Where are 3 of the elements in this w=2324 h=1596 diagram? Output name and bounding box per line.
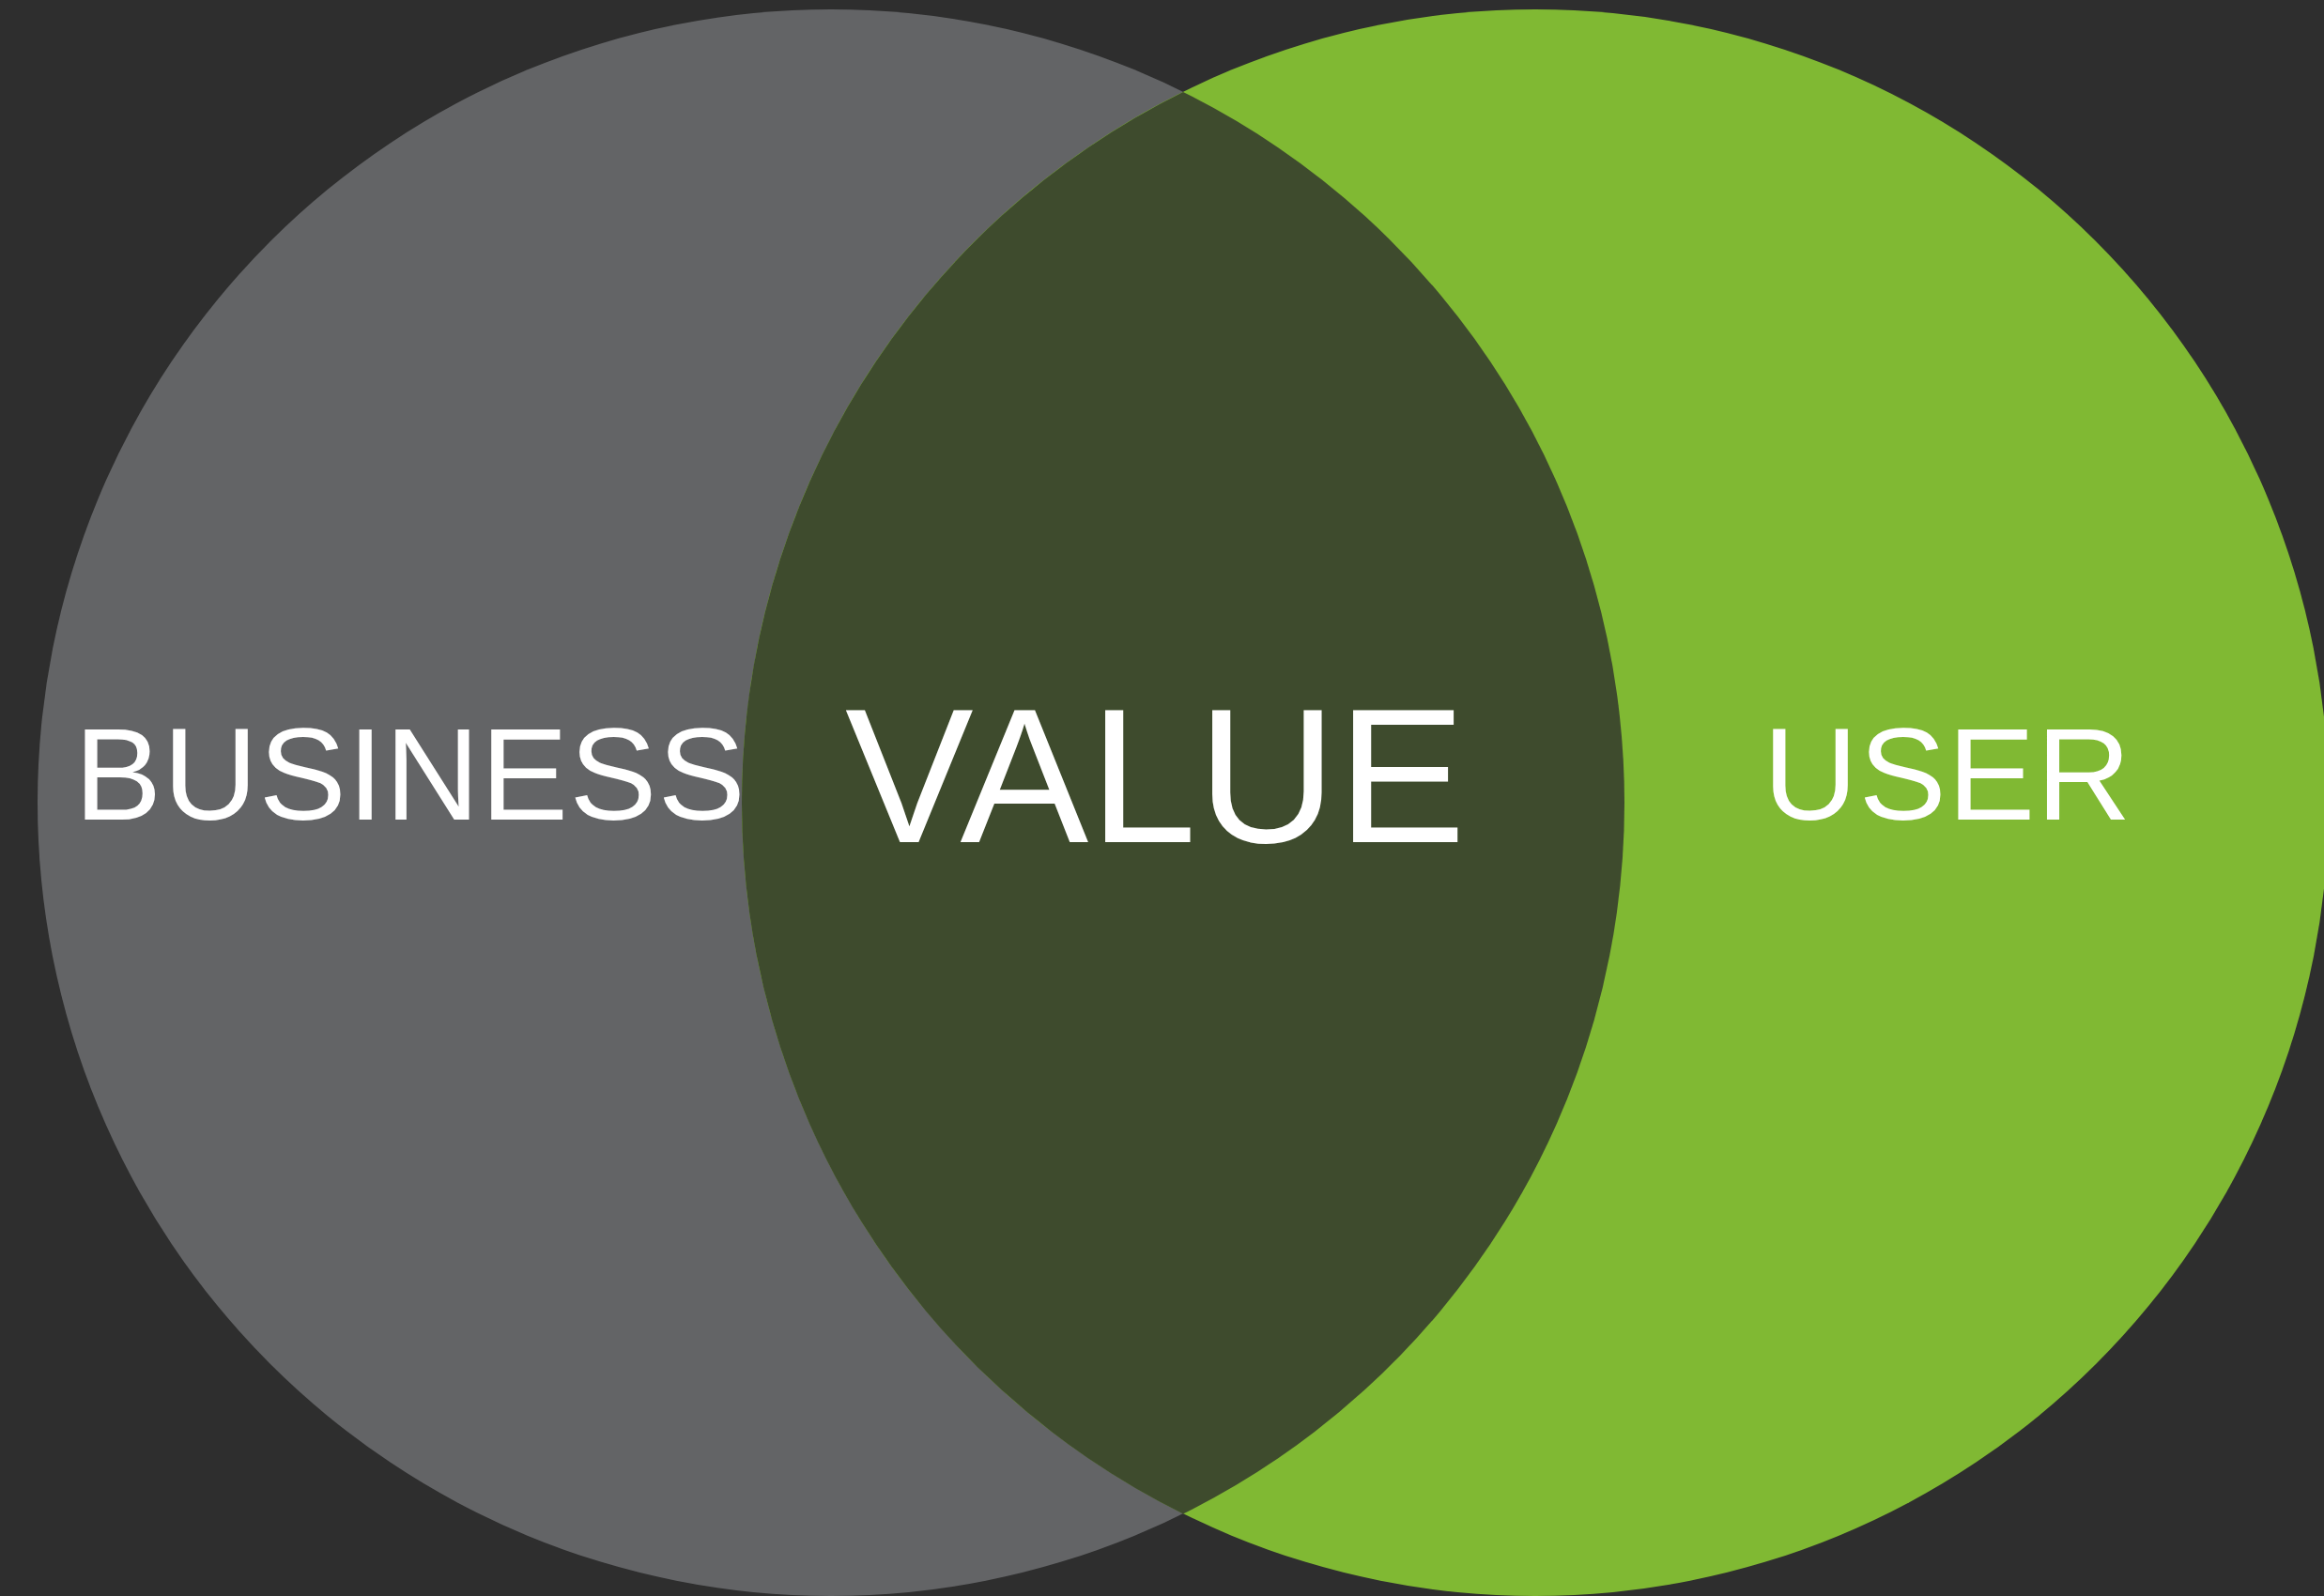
circle-label: BUSINESS	[74, 709, 746, 840]
circle-label: VALUE	[845, 678, 1467, 871]
circle-label: USER	[1762, 709, 2132, 840]
